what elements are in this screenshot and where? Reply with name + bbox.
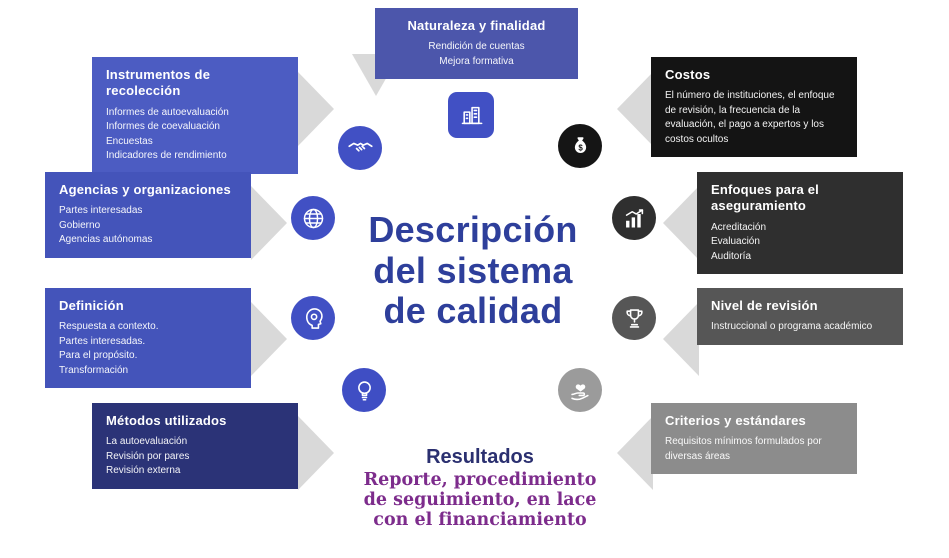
money-bag-icon: $ — [558, 124, 602, 168]
text-line: Evaluación — [711, 236, 760, 247]
text-line: Instruccional o programa académico — [711, 321, 873, 333]
box-title: Nivel de revisión — [711, 298, 818, 313]
text-line: Encuestas — [106, 135, 153, 147]
box-items: Instruccional o programa académico — [711, 320, 889, 335]
box-costos: Costos El número de instituciones, el en… — [651, 57, 857, 158]
text-line: Rendición de cuentas — [428, 41, 525, 53]
arrow-left-icon — [663, 302, 699, 376]
box-title: Métodos utilizados — [106, 413, 227, 428]
trophy-icon — [612, 296, 656, 340]
globe-icon — [291, 196, 335, 240]
box-criterios-y-estandares: Criterios y estándares Requisitos mínimo… — [651, 403, 857, 475]
lightbulb-icon — [342, 368, 386, 412]
text-line: Para el propósito. — [59, 350, 138, 362]
box-items: Requisitos mínimos formulados por divers… — [665, 435, 843, 464]
text-line: Indicadores de rendimiento — [106, 150, 227, 161]
box-title: Naturaleza y finalidad — [407, 18, 546, 33]
text-line: Partes interesadas — [59, 205, 143, 217]
text-line: de seguimiento, en lace — [363, 489, 597, 510]
text-line: Acreditación — [711, 221, 767, 233]
text-line: Reporte, procedimiento — [363, 470, 597, 490]
text-line: El número de instituciones, el enfoque d… — [665, 90, 835, 145]
text-line: Revisión externa — [106, 465, 181, 477]
box-title: Agencias y organizaciones — [59, 182, 231, 197]
text-line: Auditoría — [711, 250, 752, 262]
text-line: Revisión por pares — [106, 450, 190, 462]
arrow-left-icon — [663, 186, 699, 260]
box-items: El número de instituciones, el enfoque d… — [665, 89, 843, 147]
text-line: Respuesta a contexto. — [59, 321, 159, 333]
arrow-right-icon — [251, 186, 287, 260]
box-title: Definición — [59, 298, 124, 313]
text-line: del sistema — [373, 249, 573, 291]
box-nivel-de-revision: Nivel de revisión Instruccional o progra… — [697, 288, 903, 345]
text-line: Requisitos mínimos formulados por divers… — [665, 436, 822, 462]
box-enfoques-para-el-aseguramiento: Enfoques para el aseguramiento Acreditac… — [697, 172, 903, 274]
box-instrumentos-de-recoleccion: Instrumentos de recolección Informes de … — [92, 57, 298, 174]
handshake-icon — [338, 126, 382, 170]
heart-in-hand-icon — [558, 368, 602, 412]
text-line: con el financiamiento — [373, 509, 587, 530]
text-line: Informes de coevaluación — [106, 121, 220, 132]
svg-text:$: $ — [578, 143, 583, 152]
arrow-right-icon — [251, 302, 287, 376]
box-items: Respuesta a contexto. Partes interesadas.… — [59, 320, 237, 378]
growth-chart-icon — [612, 196, 656, 240]
results-title: Resultados — [426, 446, 534, 468]
text-line: Informes de autoevaluación — [106, 106, 229, 118]
text-line: La autoevaluación — [106, 436, 188, 448]
text-line: de calidad — [383, 290, 563, 332]
arrow-right-icon — [298, 72, 334, 146]
box-title: Enfoques para el aseguramiento — [711, 182, 819, 214]
arrow-left-icon — [617, 72, 653, 146]
text-line: Gobierno — [59, 219, 101, 231]
text-line: Mejora formativa — [439, 55, 514, 67]
buildings-icon — [448, 92, 494, 138]
box-title: Instrumentos de recolección — [106, 67, 211, 99]
box-title: Costos — [665, 67, 711, 82]
text-line: Descripción — [368, 209, 578, 250]
text-line: Transformación — [59, 364, 129, 376]
text-line: Agencias autónomas — [59, 234, 153, 246]
box-naturaleza-y-finalidad: Naturaleza y finalidad Rendición de cuen… — [375, 8, 578, 80]
box-title: Criterios y estándares — [665, 413, 806, 428]
box-definicion: Definición Respuesta a contexto. Partes i… — [45, 288, 251, 389]
head-profile-icon — [291, 296, 335, 340]
box-agencias-y-organizaciones: Agencias y organizaciones Partes interes… — [45, 172, 251, 258]
text-line: Partes interesadas. — [59, 335, 146, 347]
